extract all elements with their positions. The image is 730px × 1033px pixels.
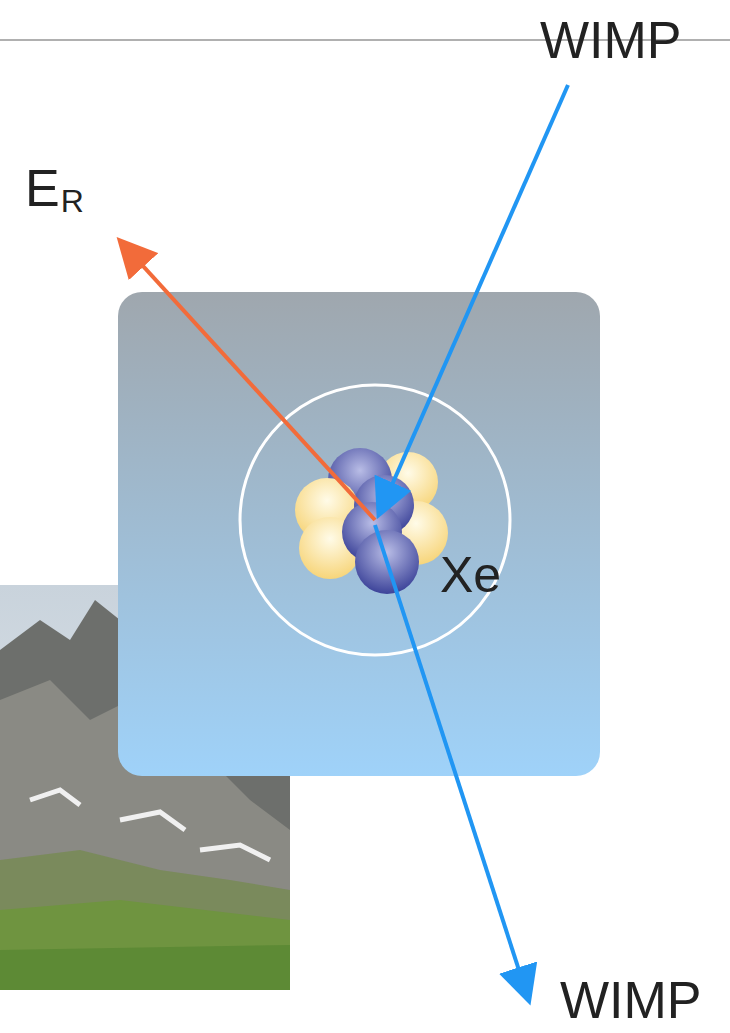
particle-label: WIMP: [540, 12, 682, 69]
particle-label: WIMP: [560, 972, 702, 1029]
subscript-label: R: [61, 184, 84, 219]
detector-box: [118, 292, 600, 776]
element-label: Xe: [440, 548, 501, 603]
energy-symbol: E: [25, 160, 60, 217]
